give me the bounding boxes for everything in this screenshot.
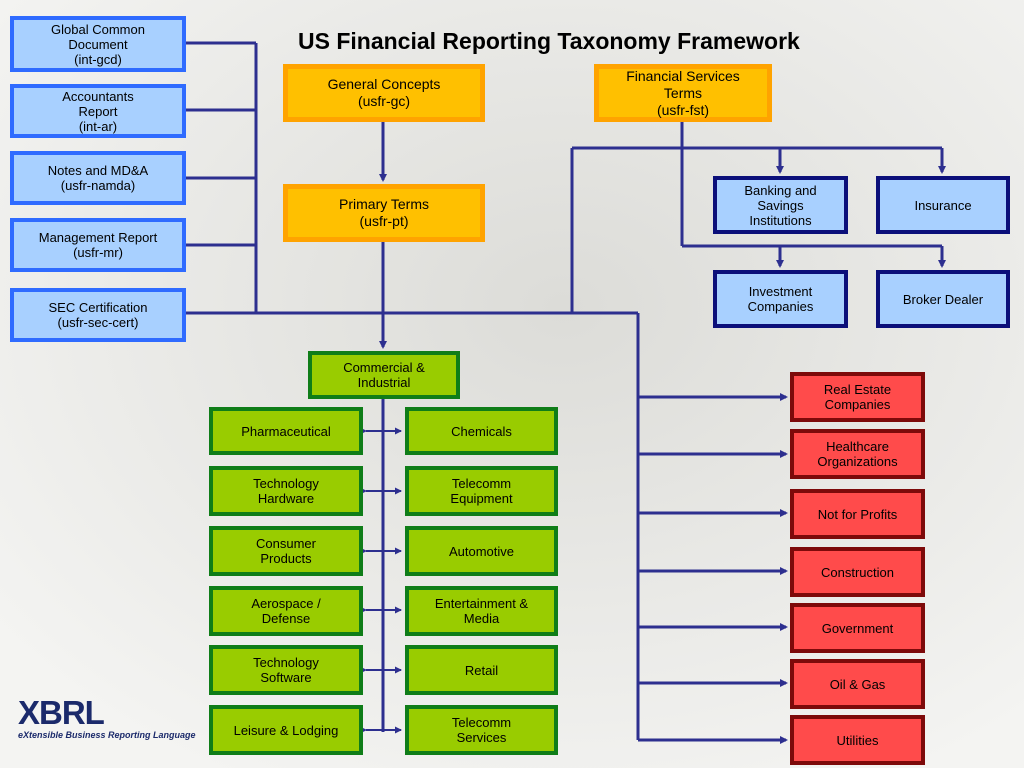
box-healthcare[interactable]: Healthcare Organizations	[790, 429, 925, 479]
box-label: Primary Terms (usfr-pt)	[339, 196, 429, 229]
box-label: Automotive	[448, 543, 515, 559]
box-label: Telecomm Services	[451, 715, 512, 745]
box-technology-software[interactable]: Technology Software	[209, 645, 363, 695]
box-label: Technology Hardware	[253, 476, 319, 506]
box-label: Entertainment & Media	[434, 596, 529, 626]
box-label: Telecomm Equipment	[450, 476, 513, 506]
box-label: Banking and Savings Institutions	[744, 182, 817, 228]
box-government[interactable]: Government	[790, 603, 925, 653]
box-label: Oil & Gas	[829, 676, 886, 692]
box-label: Real Estate Companies	[823, 382, 892, 412]
box-label: Management Report (usfr-mr)	[38, 230, 158, 260]
logo-tagline: eXtensible Business Reporting Language	[18, 730, 196, 740]
box-label: Insurance	[914, 197, 972, 213]
box-label: Consumer Products	[256, 536, 316, 566]
box-construction[interactable]: Construction	[790, 547, 925, 597]
box-label: Investment Companies	[747, 284, 814, 314]
box-real-estate[interactable]: Real Estate Companies	[790, 372, 925, 422]
box-consumer-products[interactable]: Consumer Products	[209, 526, 363, 576]
logo-mark: XBRL	[18, 694, 105, 731]
box-label: General Concepts (usfr-gc)	[327, 76, 441, 109]
xbrl-logo: XBRL eXtensible Business Reporting Langu…	[18, 694, 196, 754]
box-label: Aerospace / Defense	[251, 596, 321, 626]
box-primary-terms[interactable]: Primary Terms (usfr-pt)	[283, 184, 485, 242]
box-label: Broker Dealer	[902, 291, 984, 307]
box-label: Financial Services Terms (usfr-fst)	[626, 67, 740, 118]
box-label: Commercial & Industrial	[343, 360, 425, 390]
box-label: Technology Software	[253, 655, 319, 685]
box-label: Chemicals	[451, 423, 512, 439]
box-notes-mda[interactable]: Notes and MD&A (usfr-namda)	[10, 151, 186, 205]
box-label: Global Common Document (int-gcd)	[51, 21, 145, 67]
box-label: Leisure & Lodging	[233, 722, 339, 738]
box-label: Notes and MD&A (usfr-namda)	[47, 163, 149, 193]
box-oil-gas[interactable]: Oil & Gas	[790, 659, 925, 709]
box-aerospace-defense[interactable]: Aerospace / Defense	[209, 586, 363, 636]
box-label: Pharmaceutical	[241, 423, 331, 439]
box-technology-hardware[interactable]: Technology Hardware	[209, 466, 363, 516]
box-banking-savings[interactable]: Banking and Savings Institutions	[713, 176, 848, 234]
box-retail[interactable]: Retail	[405, 645, 558, 695]
box-label: Government	[821, 620, 894, 636]
box-label: Accountants Report (int-ar)	[62, 88, 134, 134]
box-not-for-profits[interactable]: Not for Profits	[790, 489, 925, 539]
box-label: Utilities	[836, 732, 879, 748]
box-utilities[interactable]: Utilities	[790, 715, 925, 765]
box-investment-companies[interactable]: Investment Companies	[713, 270, 848, 328]
box-automotive[interactable]: Automotive	[405, 526, 558, 576]
box-financial-services-terms[interactable]: Financial Services Terms (usfr-fst)	[594, 64, 772, 122]
box-general-concepts[interactable]: General Concepts (usfr-gc)	[283, 64, 485, 122]
box-accountants-report[interactable]: Accountants Report (int-ar)	[10, 84, 186, 138]
box-label: SEC Certification (usfr-sec-cert)	[48, 300, 148, 330]
box-label: Healthcare Organizations	[817, 439, 898, 469]
box-broker-dealer[interactable]: Broker Dealer	[876, 270, 1010, 328]
box-telecomm-equipment[interactable]: Telecomm Equipment	[405, 466, 558, 516]
box-leisure-lodging[interactable]: Leisure & Lodging	[209, 705, 363, 755]
box-sec-certification[interactable]: SEC Certification (usfr-sec-cert)	[10, 288, 186, 342]
box-label: Construction	[821, 564, 894, 580]
box-pharmaceutical[interactable]: Pharmaceutical	[209, 407, 363, 455]
box-management-report[interactable]: Management Report (usfr-mr)	[10, 218, 186, 272]
box-commercial-industrial[interactable]: Commercial & Industrial	[308, 351, 460, 399]
box-label: Retail	[464, 662, 499, 678]
box-entertainment-media[interactable]: Entertainment & Media	[405, 586, 558, 636]
box-label: Not for Profits	[817, 506, 898, 522]
box-insurance[interactable]: Insurance	[876, 176, 1010, 234]
page-title: US Financial Reporting Taxonomy Framewor…	[298, 28, 800, 54]
box-global-common-document[interactable]: Global Common Document (int-gcd)	[10, 16, 186, 72]
box-telecomm-services[interactable]: Telecomm Services	[405, 705, 558, 755]
box-chemicals[interactable]: Chemicals	[405, 407, 558, 455]
